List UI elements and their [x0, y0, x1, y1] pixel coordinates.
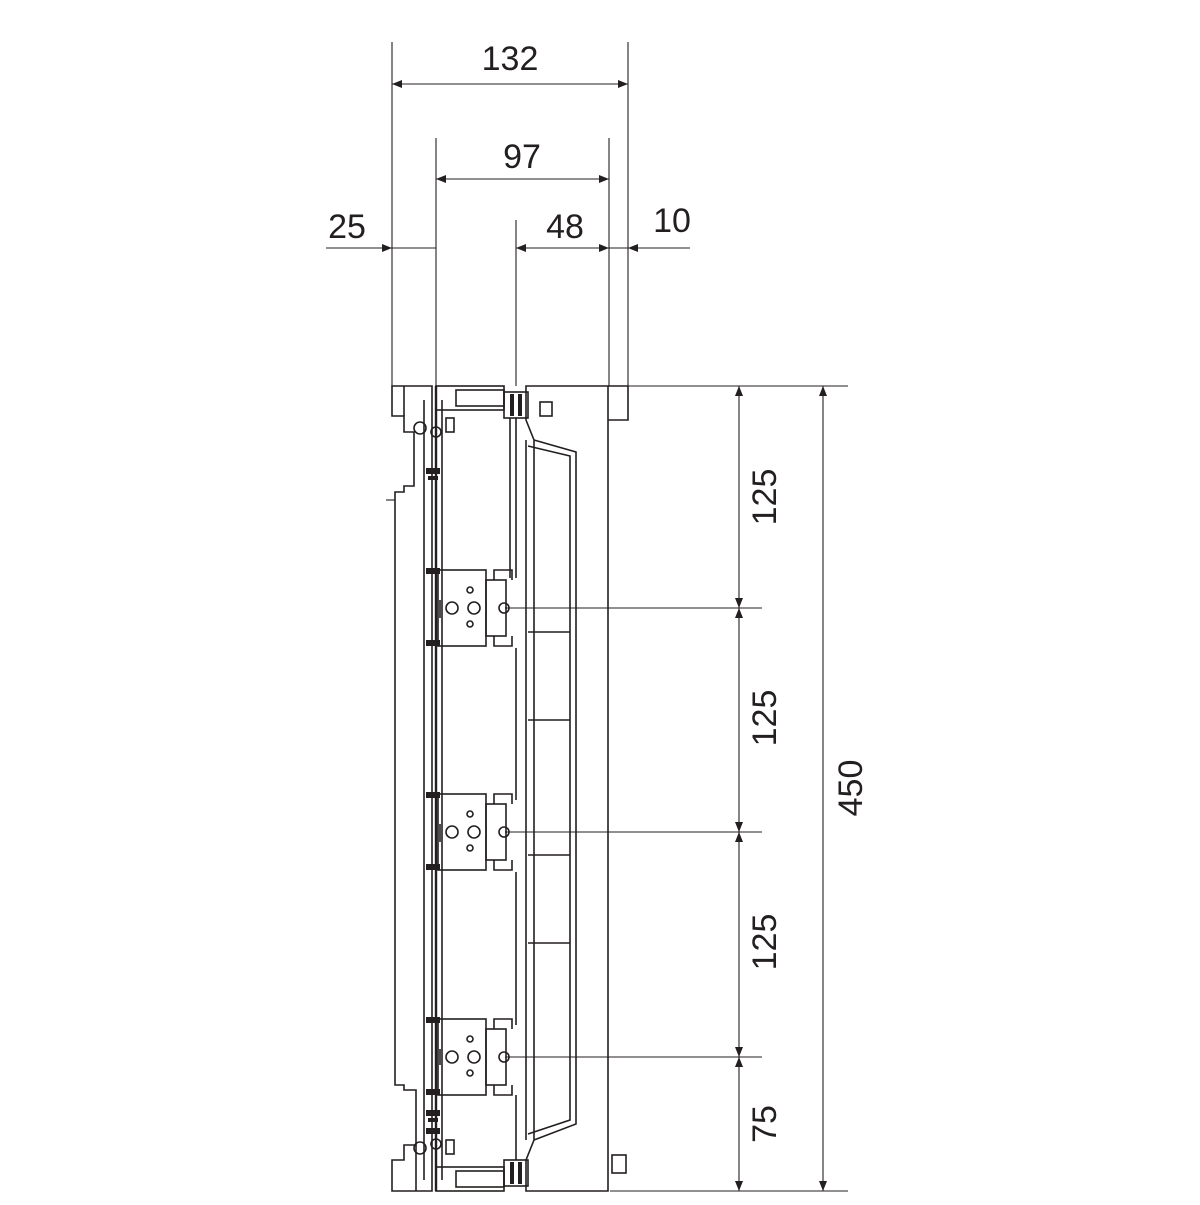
din-rail-column [509, 418, 517, 1160]
dimension-10: 10 [609, 202, 691, 252]
dimension-label-450: 450 [832, 760, 870, 817]
mounting-block-3 [426, 1017, 513, 1096]
rail-screws [426, 468, 440, 1134]
bottom-corner-hardware [413, 1138, 627, 1192]
dimension-132: 132 [391, 40, 629, 386]
dimension-label-97: 97 [503, 138, 541, 176]
dimension-label-132: 132 [482, 40, 539, 78]
dimension-97: 97 [435, 138, 610, 386]
dimension-label-25: 25 [328, 208, 366, 246]
mounting-block-2 [426, 792, 513, 871]
mounting-block-1 [426, 568, 513, 647]
enclosure-front-cover [525, 385, 629, 1192]
dimension-48: 48 [515, 208, 609, 386]
top-corner-hardware [413, 385, 553, 438]
dimension-label-10: 10 [653, 202, 691, 240]
dimension-label-75: 75 [746, 1105, 784, 1143]
dimension-25: 25 [326, 208, 436, 252]
enclosure-back-wall [386, 385, 443, 1192]
dimension-label-48: 48 [546, 208, 584, 246]
dimension-label-125-a: 125 [746, 469, 784, 526]
vertical-dimension-chain: 125 125 125 75 450 [505, 385, 870, 1192]
dimension-label-125-b: 125 [746, 690, 784, 747]
dimension-label-125-c: 125 [746, 914, 784, 971]
